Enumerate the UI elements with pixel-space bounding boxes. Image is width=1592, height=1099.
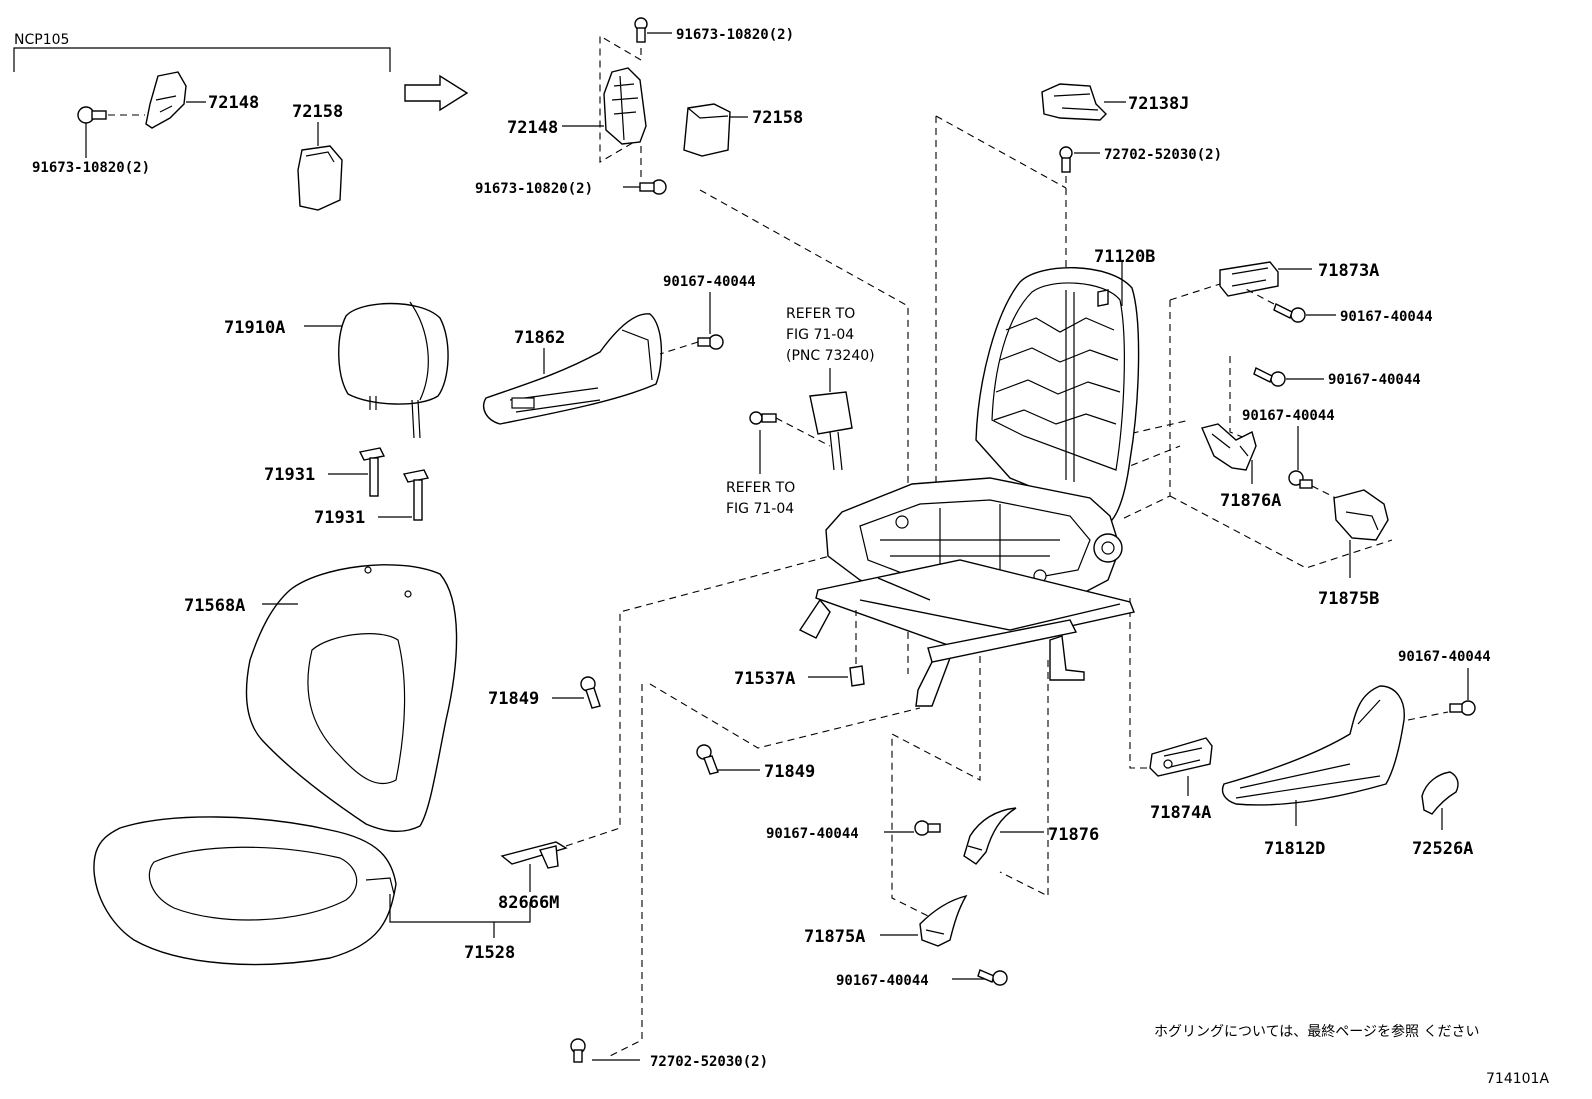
label-71120b: 71120B (1094, 247, 1155, 267)
label-71875a: 71875A (804, 927, 865, 947)
label-72148-left: 72148 (208, 93, 259, 113)
label-72702-top: 72702-52030(2) (1104, 147, 1222, 163)
label-71849-upper: 71849 (488, 689, 539, 709)
label-72158-left: 72158 (292, 102, 343, 122)
arrow-right-icon (404, 74, 469, 112)
label-71537a: 71537A (734, 669, 795, 689)
refer-note-belt: REFER TO FIG 71-04 (PNC 73240) (786, 306, 875, 471)
part-72138j[interactable]: 72138J (1041, 83, 1189, 121)
label-90167-e: 90167-40044 (766, 826, 859, 842)
label-90167-g: 90167-40044 (836, 973, 929, 989)
seatbelt-buckle-icon (809, 391, 853, 435)
part-72702-top[interactable]: 72702-52030(2) (1059, 146, 1222, 290)
part-72148-center[interactable]: 72148 (507, 67, 647, 145)
part-71931-upper[interactable]: 71931 (264, 447, 386, 497)
part-71874a[interactable]: 71874A (1149, 737, 1213, 823)
label-90167-f: 90167-40044 (1398, 649, 1491, 665)
part-90167-d[interactable]: 90167-40044 (1242, 408, 1341, 501)
ncp105-bracket: NCP105 (13, 32, 469, 112)
part-71876a[interactable]: 71876A (1201, 423, 1281, 511)
part-82666m[interactable]: 82666M (498, 555, 831, 913)
label-90167-b: 90167-40044 (1340, 309, 1433, 325)
variant-label: NCP105 (14, 32, 69, 48)
label-71876a: 71876A (1220, 491, 1281, 511)
part-71862-side-cover[interactable]: 71862 (482, 313, 663, 425)
label-71873a: 71873A (1318, 261, 1379, 281)
refer-note-bolt: REFER TO FIG 71-04 (726, 411, 831, 517)
label-71931-upper: 71931 (264, 465, 315, 485)
svg-text:REFER TO: REFER TO (786, 306, 855, 322)
part-71849-lower[interactable]: 71849 (696, 744, 815, 782)
svg-text:(PNC 73240): (PNC 73240) (786, 348, 875, 364)
label-90167-c: 90167-40044 (1328, 372, 1421, 388)
label-72148-center: 72148 (507, 118, 558, 138)
part-91673-top[interactable]: 91673-10820(2) (634, 17, 794, 43)
part-91673-center[interactable]: 91673-10820(2) (475, 179, 667, 197)
part-71568a-seatback-cover[interactable]: 71568A (184, 564, 458, 833)
label-71528: 71528 (464, 943, 515, 963)
part-71537a[interactable]: 71537A (734, 610, 865, 689)
part-71528-cushion-cover[interactable]: 71528 (93, 816, 531, 966)
part-90167-a[interactable]: 90167-40044 (659, 274, 756, 355)
footer-note: ホグリングについては、最終ページを参照 ください (1154, 1023, 1479, 1040)
part-90167-g[interactable]: 90167-40044 (836, 969, 1008, 989)
label-90167-a: 90167-40044 (663, 274, 756, 290)
part-90167-b[interactable]: 90167-40044 (1243, 287, 1433, 325)
label-71931-lower: 71931 (314, 508, 365, 528)
svg-text:REFER TO: REFER TO (726, 480, 795, 496)
label-91673-center: 91673-10820(2) (475, 181, 593, 197)
label-72158-center: 72158 (752, 108, 803, 128)
part-71849-upper[interactable]: 71849 (488, 676, 601, 709)
label-91673-top: 91673-10820(2) (676, 27, 794, 43)
label-72526a: 72526A (1412, 839, 1473, 859)
label-82666m: 82666M (498, 893, 559, 913)
part-71120b-seat-frame[interactable]: 71120B (798, 247, 1155, 707)
part-71875a[interactable]: 71875A (804, 894, 968, 947)
label-71862: 71862 (514, 328, 565, 348)
part-71873a[interactable]: 71873A (1219, 261, 1379, 297)
part-90167-e[interactable]: 90167-40044 (766, 820, 941, 842)
part-71931-lower[interactable]: 71931 (314, 469, 430, 528)
label-71875b: 71875B (1318, 589, 1379, 609)
part-71910a-headrest[interactable]: 71910A (224, 301, 449, 439)
label-71849-lower: 71849 (764, 762, 815, 782)
part-90167-c[interactable]: 90167-40044 (1253, 367, 1421, 388)
part-72148-left[interactable]: 72148 (145, 71, 259, 129)
svg-text:FIG 71-04: FIG 71-04 (726, 501, 794, 517)
label-90167-d: 90167-40044 (1242, 408, 1335, 424)
label-71568a: 71568A (184, 596, 245, 616)
svg-text:FIG 71-04: FIG 71-04 (786, 327, 854, 343)
label-71812d: 71812D (1264, 839, 1325, 859)
part-71812d-side-shield[interactable]: 71812D (1221, 685, 1405, 859)
part-72158-center[interactable]: 72158 (683, 103, 803, 157)
part-72702-bottom[interactable]: 72702-52030(2) (570, 1038, 768, 1070)
label-71874a: 71874A (1150, 803, 1211, 823)
label-91673-left: 91673-10820(2) (32, 160, 150, 176)
part-72158-left[interactable]: 72158 (292, 102, 343, 211)
part-91673-left[interactable]: 91673-10820(2) (32, 106, 150, 176)
label-71910a: 71910A (224, 318, 285, 338)
figure-id: 714101A (1486, 1071, 1549, 1087)
part-90167-f[interactable]: 90167-40044 (1398, 649, 1491, 716)
part-71876[interactable]: 71876 (963, 807, 1099, 865)
label-72702-bottom: 72702-52030(2) (650, 1054, 768, 1070)
part-71875b[interactable]: 71875B (1318, 489, 1389, 609)
label-71876: 71876 (1048, 825, 1099, 845)
label-72138j: 72138J (1128, 94, 1189, 114)
part-72526a-knob[interactable]: 72526A (1412, 771, 1473, 859)
